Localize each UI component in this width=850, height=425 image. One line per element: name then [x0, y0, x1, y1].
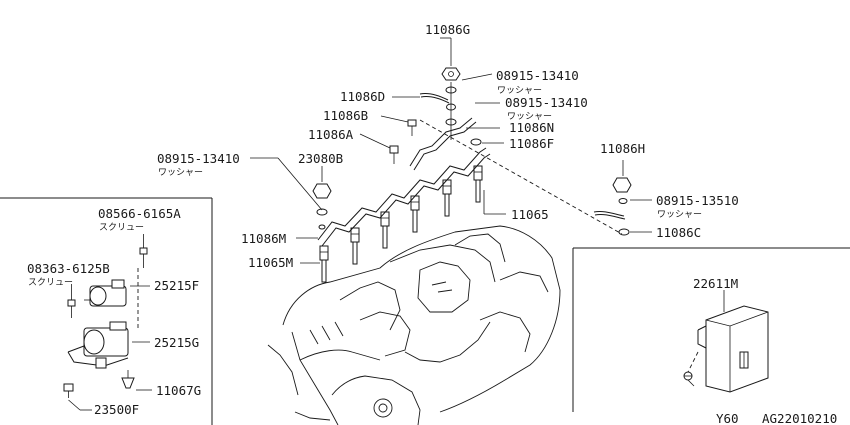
- label-08915-13410-a: 08915-13410: [496, 68, 579, 83]
- model-code: Y60: [716, 411, 739, 425]
- label-11067G: 11067G: [156, 383, 201, 398]
- label-11086N: 11086N: [509, 120, 554, 135]
- right-inset-frame: [572, 247, 850, 412]
- diagram-code: AG22010210: [762, 411, 837, 425]
- label-washer-d: ワッシャー: [657, 210, 702, 220]
- label-screw-b: スクリュー: [28, 277, 73, 288]
- label-11086G: 11086G: [425, 22, 470, 37]
- washer-11086C: [618, 228, 630, 236]
- wire-harness-right: [593, 211, 625, 217]
- wire-harness-right-2: [594, 214, 626, 220]
- control-unit-22611M: [697, 305, 769, 393]
- wire-11086D-2: [420, 96, 450, 104]
- bolt-11086B: [407, 119, 417, 136]
- clip-11067G: [121, 370, 135, 389]
- label-23500F: 23500F: [94, 402, 139, 417]
- label-11065M: 11065M: [248, 255, 293, 270]
- label-11086H: 11086H: [600, 141, 645, 156]
- washer-11086G: [441, 67, 461, 81]
- screw-22611M: [683, 371, 695, 387]
- label-11086B: 11086B: [323, 108, 368, 123]
- label-08566-6165A: 08566-6165A: [98, 206, 181, 221]
- label-25215F: 25215F: [154, 278, 199, 293]
- right-inset-parts: [683, 290, 769, 393]
- nut-23080B: [312, 183, 332, 230]
- wire-11086D: [419, 93, 449, 101]
- relay-25215F: [84, 279, 127, 307]
- label-22611M: 22611M: [693, 276, 738, 291]
- label-25215G: 25215G: [154, 335, 199, 350]
- glow-plug-5: [442, 179, 452, 217]
- left-inset-parts: [63, 234, 152, 411]
- label-08363-6125B: 08363-6125B: [27, 261, 110, 276]
- glow-plug-1: [319, 245, 329, 283]
- glow-plug-6: [473, 165, 483, 203]
- washer-11086F: [470, 138, 482, 146]
- glow-plug-2: [350, 227, 360, 265]
- label-11086A: 11086A: [308, 127, 354, 142]
- glow-plug-connecting-plate: [317, 147, 491, 247]
- glow-plug-3: [380, 211, 390, 249]
- label-11086D: 11086D: [340, 89, 385, 104]
- label-washer-b: ワッシャー: [507, 112, 552, 122]
- label-11086C: 11086C: [656, 225, 701, 240]
- label-11086F: 11086F: [509, 136, 554, 151]
- relay-25215G: [67, 321, 129, 369]
- nut-11086H: [612, 160, 632, 204]
- label-23080B: 23080B: [298, 151, 343, 166]
- label-11086M: 11086M: [241, 231, 286, 246]
- label-08915-13510: 08915-13510: [656, 193, 739, 208]
- bolt-11086A: [389, 145, 399, 164]
- glow-plugs: [319, 165, 483, 283]
- left-inset-frame: [0, 197, 213, 425]
- bolt-23500F: [63, 383, 74, 398]
- label-washer-a: ワッシャー: [497, 86, 542, 96]
- dash-line-main: [419, 119, 623, 235]
- label-08915-13410-c: 08915-13410: [157, 151, 240, 166]
- bus-bar-upper: [409, 117, 477, 171]
- label-washer-c: ワッシャー: [158, 168, 203, 178]
- glow-plug-4: [410, 195, 420, 233]
- label-08915-13410-b: 08915-13410: [505, 95, 588, 110]
- label-11065: 11065: [511, 207, 549, 222]
- label-screw-a: スクリュー: [99, 222, 144, 233]
- engine-block-illustration: [267, 225, 561, 425]
